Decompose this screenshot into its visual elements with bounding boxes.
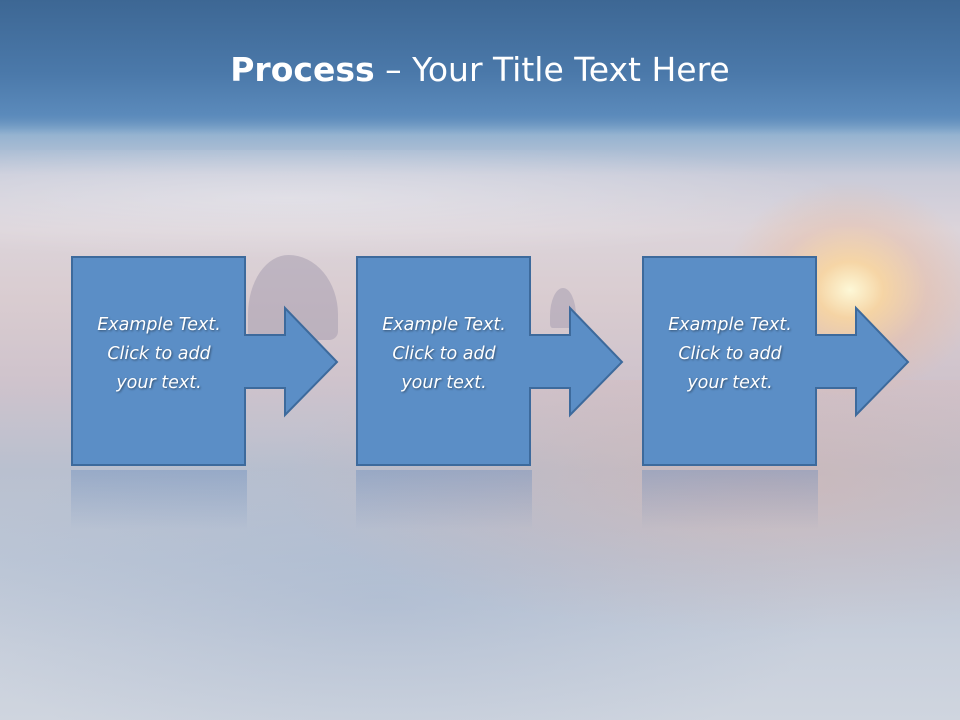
step-3-shape [642, 256, 910, 466]
process-step-1[interactable]: Example Text. Click to add your text. [71, 256, 339, 466]
title-bold-text: Process [230, 50, 375, 89]
step-2-line-3: your text. [401, 373, 487, 393]
step-3-line-2: Click to add [678, 344, 782, 364]
step-1-text[interactable]: Example Text. Click to add your text. [71, 311, 247, 398]
page-title[interactable]: Process – Your Title Text Here [0, 50, 960, 89]
step-2-text[interactable]: Example Text. Click to add your text. [356, 311, 532, 398]
process-step-3[interactable]: Example Text. Click to add your text. [642, 256, 910, 466]
step-1-reflection [71, 470, 247, 530]
step-1-shape [71, 256, 339, 466]
step-1-line-3: your text. [116, 373, 202, 393]
title-rest-text: – Your Title Text Here [374, 50, 730, 89]
step-3-line-3: your text. [687, 373, 773, 393]
step-1-line-2: Click to add [107, 344, 211, 364]
title-band [0, 0, 960, 135]
step-3-text[interactable]: Example Text. Click to add your text. [642, 311, 818, 398]
process-step-2[interactable]: Example Text. Click to add your text. [356, 256, 624, 466]
step-3-line-1: Example Text. [668, 315, 792, 335]
step-2-line-2: Click to add [392, 344, 496, 364]
step-1-line-1: Example Text. [97, 315, 221, 335]
step-3-reflection [642, 470, 818, 530]
step-2-reflection [356, 470, 532, 530]
step-2-line-1: Example Text. [382, 315, 506, 335]
step-2-shape [356, 256, 624, 466]
